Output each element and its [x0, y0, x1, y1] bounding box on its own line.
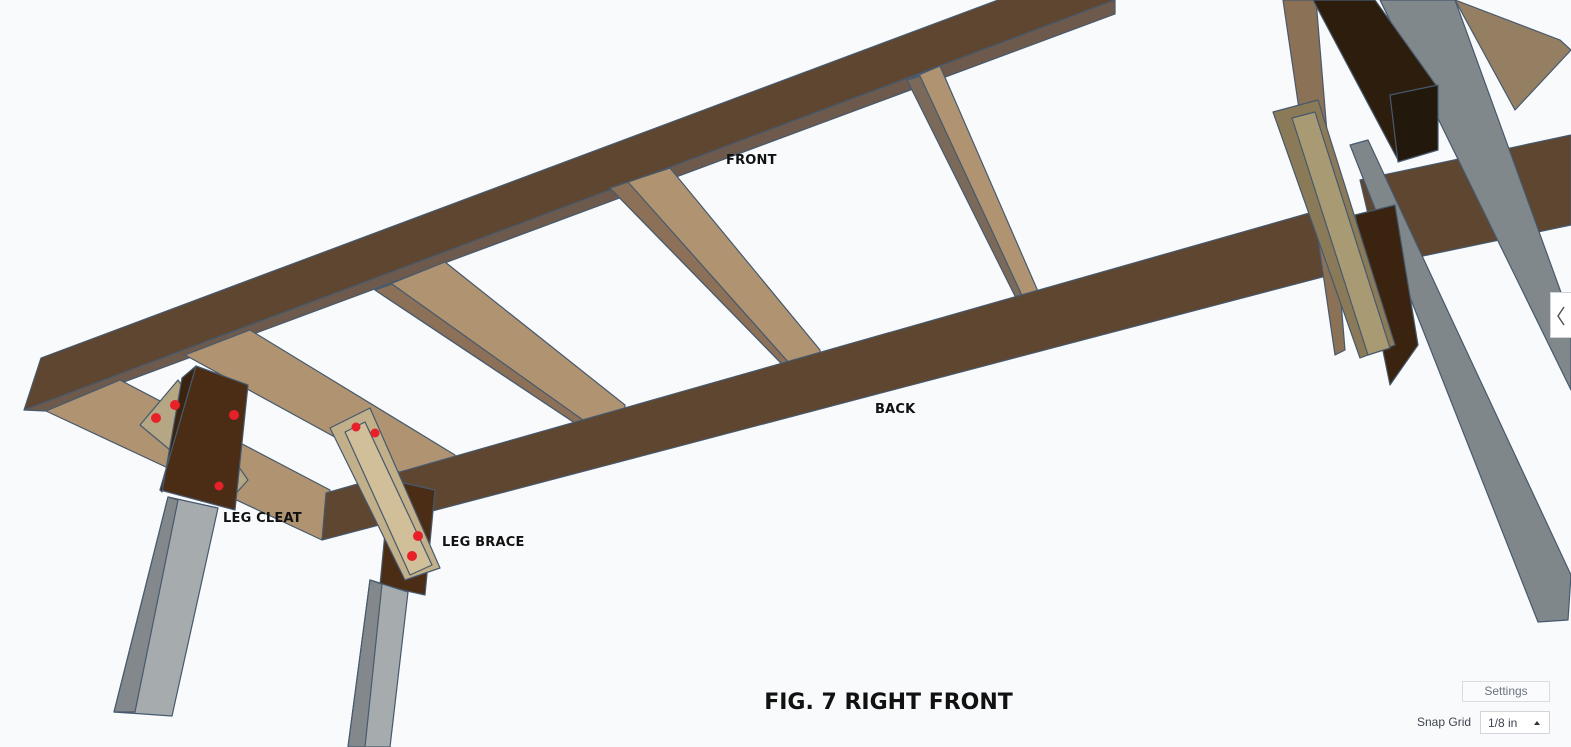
figure-caption-wrap: FIG. 7 RIGHT FRONT [0, 690, 1571, 715]
back-label: BACK [875, 402, 916, 417]
screw-dot [407, 551, 417, 561]
leg-cleat-label: LEG CLEAT [223, 511, 302, 526]
caret-up-icon [1534, 721, 1540, 725]
screw-dot [413, 531, 423, 541]
screw-dot [170, 400, 180, 410]
screw-dot [151, 413, 161, 423]
center-metal-leg-side [347, 579, 383, 747]
front-label: FRONT [726, 153, 777, 168]
right-metal-beam-diag [1349, 139, 1571, 623]
snap-grid-value: 1/8 in [1488, 716, 1518, 730]
right-wood-slab [1454, 0, 1571, 111]
settings-button[interactable]: Settings [1462, 681, 1550, 702]
snap-grid-select[interactable]: 1/8 in [1480, 711, 1550, 734]
snap-grid-label: Snap Grid [1417, 715, 1472, 729]
figure-caption: FIG. 7 RIGHT FRONT [764, 690, 1013, 715]
left-metal-leg-side [113, 496, 179, 713]
front-rail-bottom [23, 0, 1116, 412]
right-upper-cleat-face [1389, 84, 1439, 163]
chevron-left-icon [1557, 306, 1565, 326]
left-leg-cleat-edge [159, 365, 197, 493]
leg-brace-label: LEG BRACE [442, 535, 525, 550]
screw-dot [370, 428, 380, 438]
right-leg-brace-face [1291, 111, 1391, 356]
panel-toggle-button[interactable] [1550, 292, 1571, 338]
screw-dot [351, 422, 361, 432]
screw-dot [214, 481, 224, 491]
back-rail [321, 209, 1331, 541]
screw-dot [229, 410, 239, 420]
